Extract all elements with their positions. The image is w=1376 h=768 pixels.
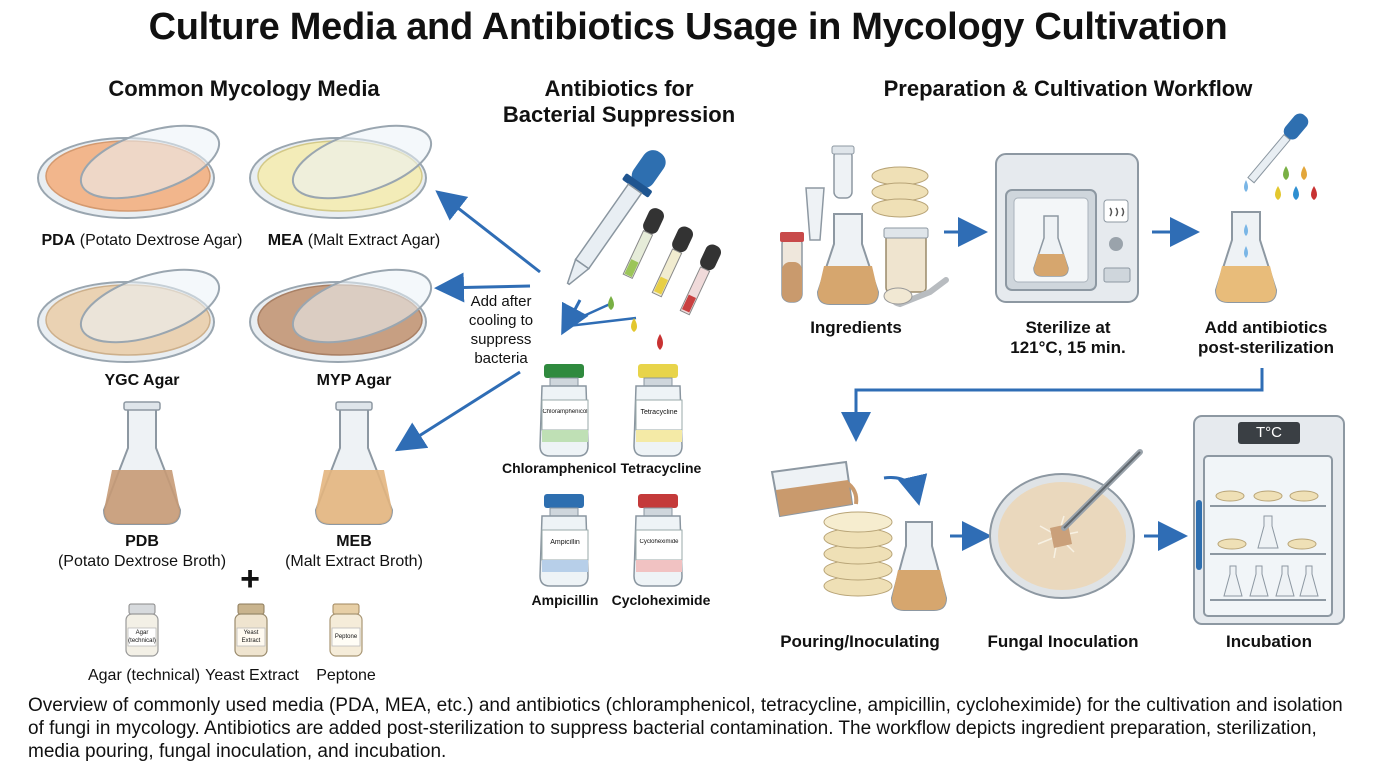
step-incubation-label: Incubation [1226,632,1312,651]
green-drop-icon [608,296,614,310]
ampicillin-vial-icon [539,494,589,587]
chloramphenicol-vial-icon [539,364,589,457]
step-ingredients-label: Ingredients [780,318,932,338]
antibiotics-heading-line1: Antibiotics for [544,76,694,101]
autoclave-icon [995,153,1139,303]
step-3-line-1: Add antibiotics [1204,318,1328,337]
caption: Overview of commonly used media (PDA, ME… [28,695,1343,762]
pouring-illustration-icon [770,460,948,611]
ingredients-illustration-icon [780,145,949,308]
note-line-4: bacteria [474,350,528,367]
antibiotics-note: Add after cooling to suppress bacteria [456,292,546,368]
yellow-dropper-icon [651,226,694,298]
green-dropper-icon [622,208,664,280]
yeast-jar-text: Yeast Extract [241,630,261,644]
peptone-jar-text: Peptone [334,634,358,640]
large-dropper-icon [566,150,666,286]
yellow-drop-icon [631,318,637,332]
step-pouring-label: Pouring/Inoculating [780,632,940,651]
agar-jar-icon [125,603,159,657]
meb-full: (Malt Extract Broth) [285,553,423,570]
note-line-3: suppress [470,331,532,348]
incubator-display: T°C [1256,424,1282,441]
antibiotics-heading-line2: Bacterial Suppression [502,102,736,127]
ygc-petri-dish-icon [37,268,221,363]
tetracycline-label: Tetracycline [620,460,702,476]
step-2-line-1: Sterilize at [1025,318,1111,337]
step-3-line-2: post-sterilization [1197,338,1334,357]
antibiotics-heading: Antibiotics for Bacterial Suppression [488,76,750,128]
ampicillin-vial-text: Ampicillin [550,539,580,546]
peptone-jar-icon [329,603,363,657]
agar-label: Agar (technical) [87,667,201,684]
agar-jar-text: Agar (technical) [128,630,156,644]
myp-label: MYP Agar [316,372,392,389]
meb-flask-icon [314,401,394,525]
step-inoculation-label: Fungal Inoculation [987,632,1139,651]
page-title: Culture Media and Antibiotics Usage in M… [148,6,1228,48]
media-heading: Common Mycology Media [108,76,380,101]
mea-abbr: MEA [267,232,304,249]
pdb-abbr: PDB [125,533,159,550]
chloramphenicol-vial-text: Chloramphenicol [542,409,588,415]
pda-petri-dish-icon [37,124,221,219]
pdb-label: PDB (Potato Dextrose Broth) [36,532,248,572]
red-dropper-icon [679,244,722,316]
cycloheximide-vial-icon [633,494,683,587]
step-add-antibiotics-label: Add antibiotics post-sterilization [1180,318,1352,358]
step-1-line-1: Ingredients [810,318,902,337]
pda-label: PDA (Potato Dextrose Agar) [24,232,260,250]
ygc-label: YGC Agar [104,372,180,389]
mea-full: (Malt Extract Agar) [307,232,441,249]
step-sterilize-label: Sterilize at 121°C, 15 min. [986,318,1150,358]
step-2-line-2: 121°C, 15 min. [1010,338,1126,357]
note-line-2: cooling to [468,312,534,329]
plus-icon: + [240,560,260,598]
arrow-to-myp [434,272,531,303]
add-antibiotics-flask-icon [1214,113,1317,303]
chloramphenicol-label: Chloramphenicol [502,460,617,476]
mea-label: MEA (Malt Extract Agar) [246,232,462,250]
pdb-full: (Potato Dextrose Broth) [57,553,227,570]
arrow-to-meb [394,370,521,452]
peptone-label: Peptone [316,667,376,684]
arrow-to-mea [435,190,541,274]
meb-label: MEB (Malt Extract Broth) [262,532,446,572]
pda-full: (Potato Dextrose Agar) [79,232,243,249]
inoculation-dish-icon [989,449,1143,599]
mea-petri-dish-icon [249,124,433,219]
yeast-extract-label: Yeast Extract [205,667,299,684]
cycloheximide-vial-text: Cycloheximide [639,539,679,545]
pda-abbr: PDA [41,232,76,249]
meb-abbr: MEB [336,533,372,550]
ampicillin-label: Ampicillin [531,592,599,608]
red-drop-icon [657,334,663,350]
note-line-1: Add after [470,293,532,310]
incubator-icon [1193,415,1345,625]
tetracycline-vial-icon [633,364,683,457]
cycloheximide-label: Cycloheximide [611,592,711,608]
tetracycline-vial-text: Tetracycline [640,409,678,416]
arrow-workflow-3 [841,368,1264,442]
yeast-extract-jar-icon [234,603,268,657]
pdb-flask-icon [102,401,182,525]
myp-petri-dish-icon [249,268,433,363]
steam-icon [1109,207,1125,217]
workflow-heading: Preparation & Cultivation Workflow [883,76,1253,101]
